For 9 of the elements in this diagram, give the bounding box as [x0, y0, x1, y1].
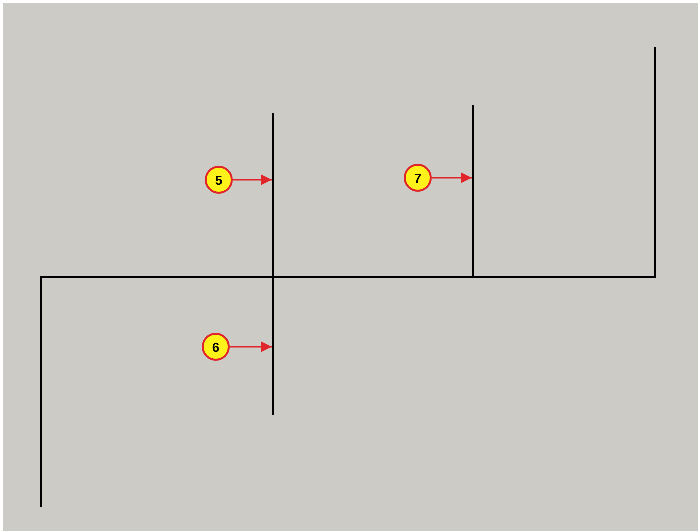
- arrow: [233, 174, 272, 186]
- callout-number: 6: [202, 333, 230, 361]
- line-segment: [472, 105, 474, 278]
- callout-number: 7: [404, 164, 432, 192]
- line-segment: [272, 278, 274, 415]
- line-segment: [272, 113, 274, 278]
- arrow: [432, 172, 472, 184]
- callout-number: 5: [205, 166, 233, 194]
- arrow: [230, 341, 272, 353]
